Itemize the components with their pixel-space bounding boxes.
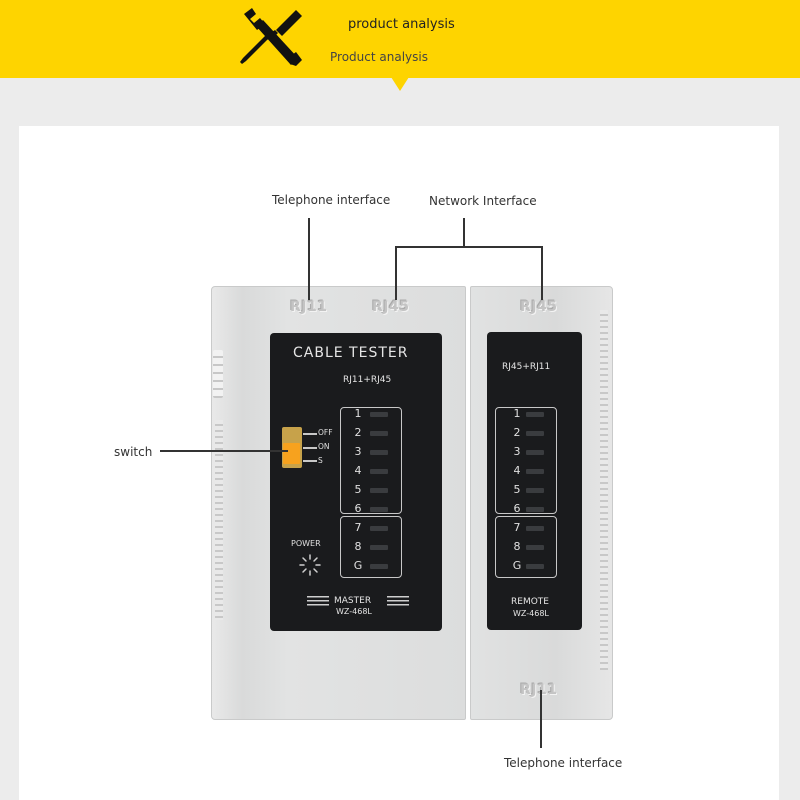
led-number: 4	[513, 464, 521, 477]
callout-switch: switch	[114, 445, 153, 459]
master-decor-bars-right	[387, 596, 409, 607]
switch-tick	[303, 433, 317, 435]
led-indicator	[526, 431, 544, 436]
led-indicator	[370, 564, 388, 569]
led-indicator	[370, 526, 388, 531]
switch-tick	[303, 460, 317, 462]
led-indicator	[370, 431, 388, 436]
wrench-screwdriver-icon	[240, 8, 302, 66]
led-indicator	[526, 545, 544, 550]
led-number: 2	[354, 426, 362, 439]
master-model: WZ-468L	[336, 607, 372, 616]
led-number: 3	[513, 445, 521, 458]
led-indicator	[370, 469, 388, 474]
header-banner: product analysis Product analysis	[0, 0, 800, 78]
led-indicator	[370, 507, 388, 512]
remote-label: REMOTE	[511, 597, 549, 607]
power-label: POWER	[291, 539, 321, 548]
remote-side-ribs	[600, 310, 608, 670]
led-number: 7	[354, 521, 362, 534]
remote-port-rj11: RJ11	[520, 682, 558, 698]
led-number: 3	[354, 445, 362, 458]
led-indicator	[370, 412, 388, 417]
switch-label-off: OFF	[318, 428, 333, 437]
master-label: MASTER	[334, 596, 372, 606]
master-led-group-1-6	[340, 407, 402, 514]
led-number: 2	[513, 426, 521, 439]
switch-label-on: ON	[318, 442, 330, 451]
callout-line-switch	[160, 450, 288, 452]
master-grip	[213, 350, 223, 398]
led-number: 6	[354, 502, 362, 515]
master-side-ribs	[215, 420, 223, 620]
remote-model: WZ-468L	[513, 609, 549, 618]
led-indicator	[526, 564, 544, 569]
led-number: 7	[513, 521, 521, 534]
power-switch[interactable]	[282, 427, 302, 468]
led-indicator	[370, 450, 388, 455]
led-number: 8	[513, 540, 521, 553]
led-indicator	[526, 412, 544, 417]
led-number: 1	[354, 407, 362, 420]
callout-network-interface: Network Interface	[429, 194, 537, 208]
callout-telephone-interface-bottom: Telephone interface	[504, 756, 623, 770]
led-indicator	[526, 526, 544, 531]
led-number: 5	[513, 483, 521, 496]
banner-pointer	[391, 77, 409, 91]
callout-line-network-stem	[463, 218, 465, 246]
master-face-panel	[270, 333, 442, 631]
led-number: 6	[513, 502, 521, 515]
led-indicator	[370, 545, 388, 550]
led-indicator	[526, 469, 544, 474]
led-number: 8	[354, 540, 362, 553]
led-indicator	[526, 488, 544, 493]
master-title: CABLE TESTER	[293, 345, 409, 361]
master-port-rj11: RJ11	[290, 299, 328, 315]
callout-line-network-right	[541, 246, 543, 300]
switch-label-s: S	[318, 456, 323, 465]
led-indicator	[526, 450, 544, 455]
master-subtitle: RJ11+RJ45	[343, 375, 392, 385]
led-number: 4	[354, 464, 362, 477]
callout-line-telephone-top	[308, 218, 310, 300]
master-decor-bars-left	[307, 596, 329, 607]
led-number: G	[353, 559, 363, 572]
remote-port-rj45: RJ45	[520, 299, 558, 315]
banner-subtitle: Product analysis	[330, 50, 428, 64]
callout-line-network-bar	[395, 246, 542, 248]
master-led-group-7-g	[340, 516, 402, 578]
remote-subtitle: RJ45+RJ11	[502, 362, 551, 372]
remote-face-panel	[487, 332, 582, 630]
remote-led-group-7-g	[495, 516, 557, 578]
power-switch-slider[interactable]	[283, 443, 300, 464]
led-number: 1	[513, 407, 521, 420]
power-indicator-icon	[299, 554, 321, 576]
callout-line-network-left	[395, 246, 397, 300]
led-number: 5	[354, 483, 362, 496]
master-port-rj45: RJ45	[372, 299, 410, 315]
callout-line-telephone-bottom	[540, 690, 542, 748]
led-indicator	[370, 488, 388, 493]
banner-title: product analysis	[348, 17, 455, 32]
callout-telephone-interface-top: Telephone interface	[272, 193, 391, 207]
switch-tick	[303, 447, 317, 449]
led-number: G	[512, 559, 522, 572]
remote-led-group-1-6	[495, 407, 557, 514]
led-indicator	[526, 507, 544, 512]
